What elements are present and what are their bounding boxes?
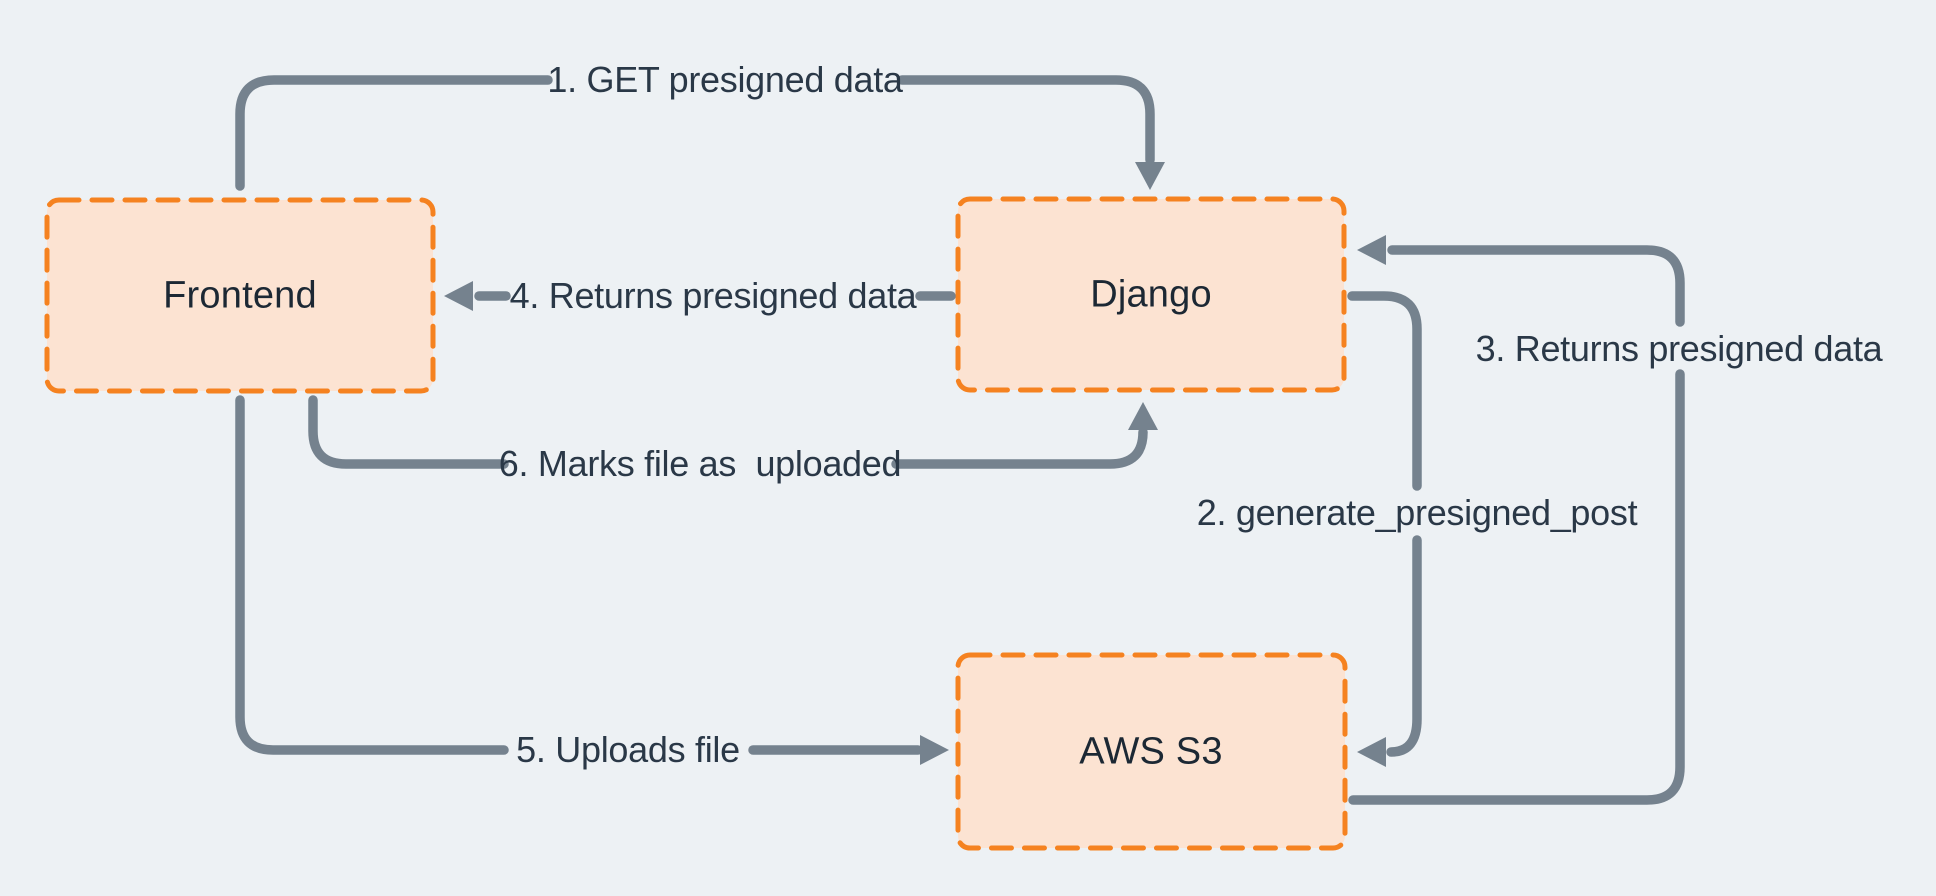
node-aws-s3-label: AWS S3 <box>1079 730 1223 773</box>
edge-1-label: 1. GET presigned data <box>547 59 903 100</box>
edge-5-line-a <box>235 395 509 755</box>
node-django-box <box>955 196 1347 393</box>
edge-5-label: 5. Uploads file <box>516 729 740 770</box>
edge-2-arrowhead-left <box>1357 737 1386 767</box>
node-frontend-label: Frontend <box>163 274 317 317</box>
edge-3-line-b <box>1387 245 1685 327</box>
node-django-label: Django <box>1090 273 1212 316</box>
edge-1-line-b <box>897 75 1155 165</box>
edge-2-label: 2. generate_presigned_post <box>1196 492 1638 533</box>
edge-4-label: 4. Returns presigned data <box>509 275 917 316</box>
edge-2-line-a <box>1347 291 1422 491</box>
edge-1-arrowhead-down <box>1135 162 1165 190</box>
node-frontend-box <box>44 197 436 394</box>
edge-1-line-a <box>235 75 553 191</box>
edge-2-line-b <box>1386 535 1422 757</box>
node-aws-s3-box <box>955 652 1348 851</box>
edge-3-label: 3. Returns presigned data <box>1475 328 1883 369</box>
edge-5-arrowhead-right <box>920 735 949 765</box>
edge-6-line-b <box>891 427 1148 469</box>
edge-6-arrowhead-up <box>1128 402 1158 430</box>
edge-6-label: 6. Marks file as uploaded <box>498 443 902 484</box>
edge-6-line-a <box>308 395 509 469</box>
edge-3-line-a <box>1348 369 1685 805</box>
edge-3-arrowhead-left <box>1357 235 1386 265</box>
edge-4-arrowhead-left <box>444 281 473 311</box>
